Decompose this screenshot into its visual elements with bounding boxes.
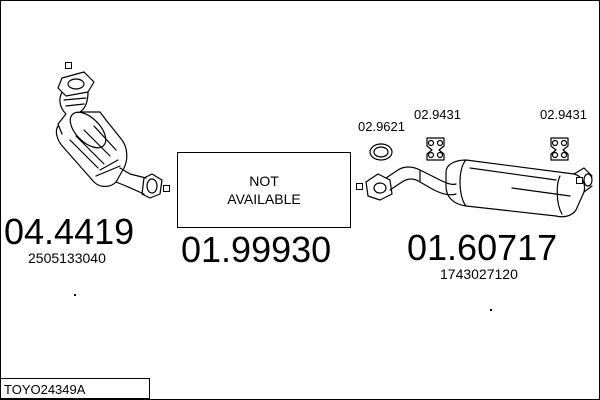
gasket-drawing bbox=[369, 143, 393, 161]
not-available-line1: NOT bbox=[249, 173, 279, 189]
connection-marker bbox=[163, 185, 170, 192]
gasket-number: 02.9621 bbox=[358, 119, 405, 134]
not-available-line2: AVAILABLE bbox=[227, 191, 301, 207]
catalytic-converter-drawing bbox=[55, 71, 163, 199]
vehicle-code-label: TOYO24349A bbox=[0, 378, 150, 399]
oe-reference-rear-silencer: 1743027120 bbox=[440, 266, 518, 282]
rubber-mount-left-number: 02.9431 bbox=[414, 107, 461, 122]
dot-marker bbox=[490, 309, 492, 311]
rubber-mount-right-number: 02.9431 bbox=[540, 107, 587, 122]
connection-marker bbox=[576, 177, 583, 184]
part-number-rear-silencer: 01.60717 bbox=[407, 227, 558, 268]
rear-silencer-drawing bbox=[365, 159, 593, 218]
not-available-box: NOT AVAILABLE bbox=[177, 152, 351, 228]
rubber-mount-right-drawing bbox=[550, 137, 569, 161]
connection-marker bbox=[356, 183, 363, 190]
connection-marker bbox=[65, 62, 72, 69]
part-number-middle: 01.99930 bbox=[181, 229, 332, 270]
dot-marker bbox=[74, 294, 76, 296]
part-number-catalytic-converter: 04.4419 bbox=[4, 211, 135, 252]
oe-reference-catalytic-converter: 2505133040 bbox=[28, 250, 106, 266]
rubber-mount-left-drawing bbox=[426, 137, 445, 161]
